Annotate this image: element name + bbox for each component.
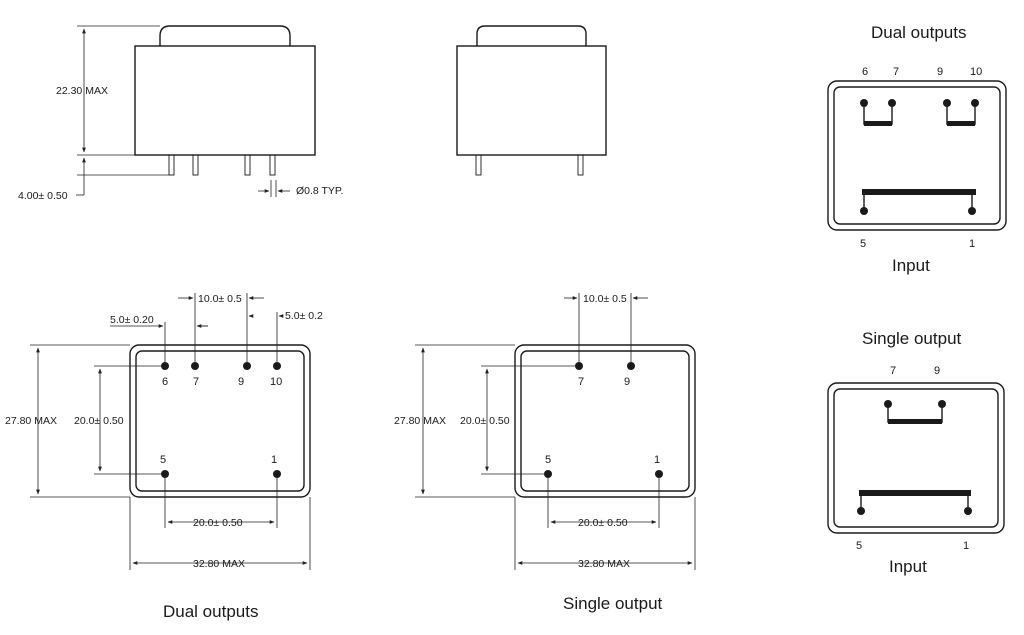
pin-7 [191,362,199,370]
dim-overall-width: 32.80 MAX [578,558,630,570]
pin-label-10: 10 [970,66,982,78]
pin-label-9: 9 [937,66,943,78]
pin-label-6: 6 [162,376,168,388]
pin-label-7: 7 [890,365,896,377]
outline-inner [833,86,1001,225]
pin-label-1: 1 [271,454,277,466]
pin-9 [243,362,251,370]
dual-outputs-schematic: Dual outputs 6 7 9 10 5 1 Input [827,23,1007,275]
outline-outer [514,344,696,498]
side-view-front: 22.30 MAX 4.00± 0.50 Ø0.8 TYP. [18,25,343,202]
winding-secondary-2 [947,121,975,126]
pin-diameter-label: Ø0.8 TYP. [296,185,343,197]
pin-label-6: 6 [862,66,868,78]
transformer-body [134,45,316,156]
outline-inner [135,350,305,492]
dim-pin-pitch-10: 10.0± 0.5 [198,293,242,305]
pin-label-7: 7 [893,66,899,78]
pin-label-10: 10 [270,376,282,388]
pin-1 [968,207,976,215]
winding-secondary [888,419,942,424]
single-output-schematic: Single output 7 9 5 1 Input [827,329,1005,576]
pin-label-1: 1 [969,238,975,250]
schematic-label-input: Input [892,256,930,275]
dim-overall-height: 27.80 MAX [5,415,57,427]
transformer-body [456,45,607,156]
dim-overall-height: 27.80 MAX [394,415,446,427]
pin-5 [544,470,552,478]
pin-1 [655,470,663,478]
dual-footprint: 6 7 9 10 5 1 10.0± 0.5 5.0± 0.20 5.0± 0.… [5,293,323,621]
dim-pin-span: 20.0± 0.50 [578,517,628,529]
outline-outer [129,344,311,498]
outline-outer [827,382,1005,534]
transformer-cap [476,25,587,46]
dim-pin-pitch-5-right: 5.0± 0.2 [285,310,323,322]
pins [168,154,276,176]
pin-9 [627,362,635,370]
pin-1 [273,470,281,478]
dim-pin-row-spacing: 20.0± 0.50 [460,415,510,427]
pin-label-5: 5 [160,454,166,466]
dim-pin-pitch-10: 10.0± 0.5 [583,293,627,305]
dim-pin-row-spacing: 20.0± 0.50 [74,415,124,427]
pin-label-5: 5 [545,454,551,466]
schematic-label-input: Input [889,557,927,576]
pin-5 [860,207,868,215]
outline-outer [827,80,1007,231]
schematic-title-single: Single output [862,329,962,348]
winding-secondary-1 [864,121,892,126]
pin-7 [575,362,583,370]
caption-dual-outputs: Dual outputs [163,602,258,621]
pin-label-9: 9 [238,376,244,388]
pin-label-1: 1 [654,454,660,466]
outline-inner [520,350,690,492]
schematic-title-dual: Dual outputs [871,23,966,42]
pin-length-label: 4.00± 0.50 [18,190,68,202]
pin-5 [161,470,169,478]
caption-single-output: Single output [563,594,663,613]
dim-pin-span: 20.0± 0.50 [193,517,243,529]
winding-primary [862,189,976,195]
outline-inner [833,388,999,528]
pin-label-9: 9 [624,376,630,388]
pin-1 [964,507,972,515]
height-label: 22.30 MAX [56,85,108,97]
transformer-cap [159,25,291,46]
side-view-end [456,25,607,176]
single-footprint: 7 9 5 1 10.0± 0.5 27.80 MAX 20.0± 0.50 2… [394,293,696,613]
dim-overall-width: 32.80 MAX [193,558,245,570]
pin-label-5: 5 [856,540,862,552]
winding-primary [859,490,971,496]
pin-6 [161,362,169,370]
pin-label-7: 7 [193,376,199,388]
pin-label-5: 5 [860,238,866,250]
dim-pin-pitch-5-left: 5.0± 0.20 [110,314,154,326]
pin-label-1: 1 [963,540,969,552]
pin-5 [857,507,865,515]
pin-label-7: 7 [578,376,584,388]
pin-label-9: 9 [934,365,940,377]
pin-10 [273,362,281,370]
